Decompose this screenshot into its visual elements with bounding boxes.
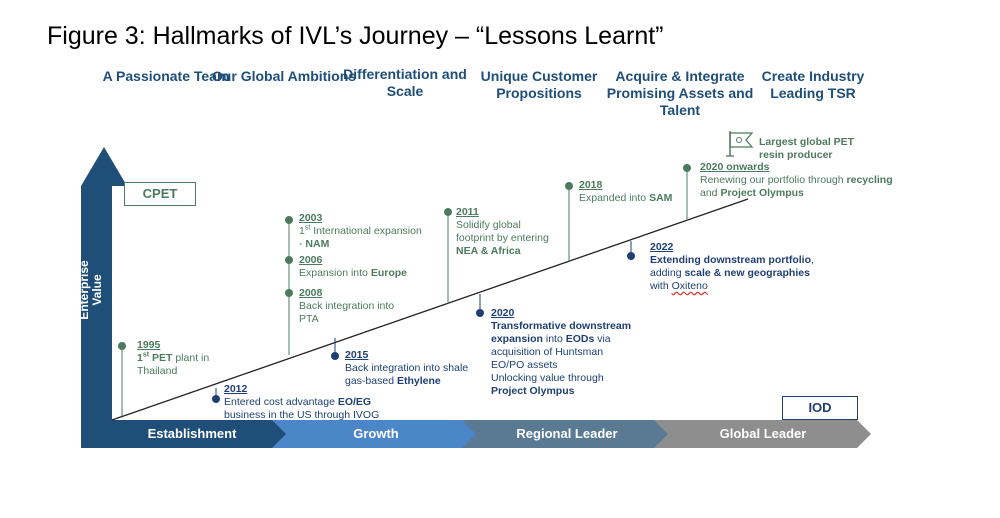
axis-label-line1: Enterprise — [77, 260, 91, 320]
cpet-label-box: CPET — [124, 182, 196, 206]
theme-industry-leading-tsr: Create Industry Leading TSR — [761, 68, 865, 101]
theme-global-ambitions: Our Global Ambitions — [211, 68, 357, 84]
marker-2011 — [444, 208, 452, 216]
enterprise-value-arrow — [81, 147, 127, 448]
phase-chevron-global-leader — [654, 420, 871, 448]
phase-label-growth: Growth — [353, 426, 399, 441]
phase-label-global-leader: Global Leader — [719, 426, 807, 441]
event-2006-year: 2006 — [299, 254, 323, 266]
theme-passionate-team: A Passionate Team — [102, 68, 230, 84]
figure-title: Figure 3: Hallmarks of IVL’s Journey – “… — [47, 22, 664, 50]
event-2008: 2008 Back integration into PTA — [299, 287, 395, 325]
event-2011-year: 2011 — [456, 206, 479, 218]
event-2022-year: 2022 — [650, 241, 674, 253]
marker-2006 — [285, 256, 293, 264]
event-2008-year: 2008 — [299, 287, 323, 299]
growth-trend-line — [111, 198, 749, 421]
event-2015-year: 2015 — [345, 349, 369, 361]
event-2020-year: 2020 — [491, 307, 515, 319]
event-2012: 2012 Entered cost advantage EO/EG busine… — [224, 383, 380, 421]
theme-unique-customer-propositions: Unique Customer Propositions — [480, 68, 598, 101]
event-2018: 2018 Expanded into SAM — [579, 179, 673, 204]
flag-icon — [726, 131, 754, 157]
theme-differentiation-scale: Differentiation and Scale — [343, 66, 467, 99]
event-2020: 2020 Transformative downstream expansion… — [491, 307, 632, 397]
event-1995: 1995 1st PET plant in Thailand — [137, 339, 210, 377]
theme-acquire-integrate: Acquire & Integrate Promising Assets and… — [606, 68, 754, 118]
phase-chevron-establishment — [112, 420, 289, 448]
phase-chevron-regional-leader — [462, 420, 671, 448]
phase-label-establishment: Establishment — [147, 426, 237, 441]
marker-2012 — [212, 395, 220, 403]
marker-2022 — [627, 252, 635, 260]
marker-2003 — [285, 216, 293, 224]
event-2015: 2015 Back integration into shale gas-bas… — [345, 349, 469, 387]
flag-note: Largest global PET resin producer — [759, 136, 855, 161]
event-2003: 2003 1st International expansion - NAM — [299, 212, 422, 250]
event-2020-onwards-year: 2020 onwards — [700, 161, 770, 173]
marker-2020-onwards — [683, 164, 691, 172]
event-2022: 2022 Extending downstream portfolio, add… — [650, 241, 814, 292]
phase-chevron-growth — [272, 420, 479, 448]
event-2012-year: 2012 — [224, 383, 248, 395]
axis-label-line2: Value — [90, 274, 104, 306]
iod-label-box: IOD — [782, 396, 858, 420]
event-2011: 2011 Solidify global footprint by enteri… — [456, 206, 549, 257]
marker-2008 — [285, 289, 293, 297]
phase-label-regional-leader: Regional Leader — [516, 426, 618, 441]
marker-1995 — [118, 342, 126, 350]
marker-2015 — [331, 352, 339, 360]
event-2006: 2006 Expansion into Europe — [299, 254, 407, 279]
event-2018-year: 2018 — [579, 179, 603, 191]
marker-2018 — [565, 182, 573, 190]
marker-2020 — [476, 309, 484, 317]
event-2020-onwards: 2020 onwards Renewing our portfolio thro… — [700, 161, 893, 199]
event-1995-year: 1995 — [137, 339, 161, 351]
event-2003-year: 2003 — [299, 212, 323, 224]
